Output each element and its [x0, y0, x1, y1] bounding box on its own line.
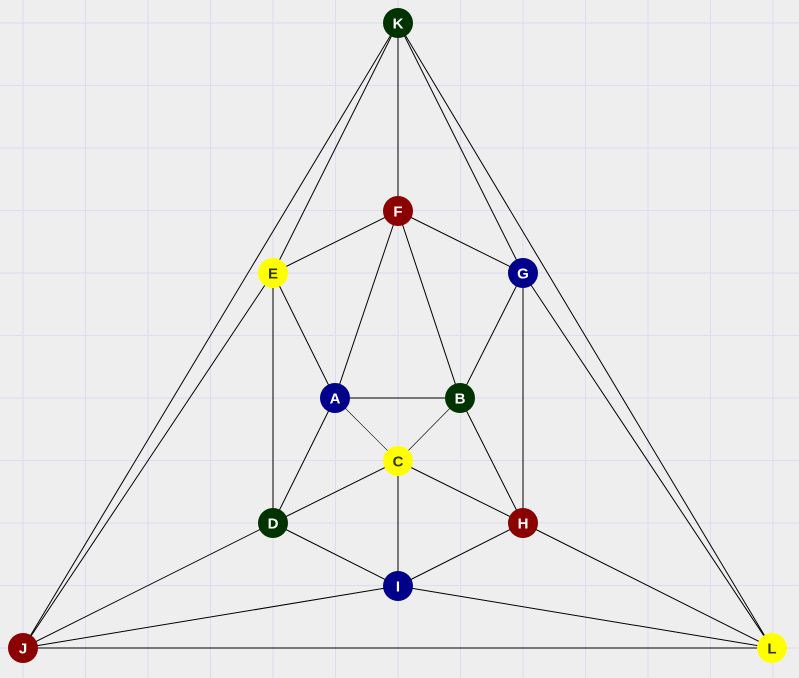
- node-circle: [508, 258, 538, 288]
- node-h[interactable]: H: [508, 508, 538, 538]
- edge-d-i: [272, 522, 399, 587]
- edges: [22, 22, 773, 649]
- node-label: B: [455, 391, 466, 408]
- node-label: I: [396, 579, 400, 596]
- edge-e-j: [22, 272, 274, 649]
- edge-b-h: [459, 397, 524, 524]
- node-c[interactable]: C: [383, 446, 413, 476]
- node-circle: [757, 633, 787, 663]
- node-circle: [320, 383, 350, 413]
- edge-f-a: [334, 210, 399, 399]
- edge-k-l: [397, 22, 773, 649]
- node-i[interactable]: I: [383, 571, 413, 601]
- node-circle: [445, 383, 475, 413]
- node-circle: [383, 8, 413, 38]
- node-b[interactable]: B: [445, 383, 475, 413]
- edge-g-b: [459, 272, 524, 399]
- edge-e-a: [272, 272, 336, 399]
- node-l[interactable]: L: [757, 633, 787, 663]
- edge-i-j: [22, 585, 399, 649]
- node-label: F: [393, 204, 402, 221]
- edge-i-l: [397, 585, 773, 649]
- edge-f-b: [397, 210, 461, 399]
- edge-g-l: [522, 272, 773, 649]
- edge-h-l: [522, 522, 773, 649]
- edge-h-i: [397, 522, 524, 587]
- edge-a-d: [272, 397, 336, 524]
- edge-f-g: [397, 210, 524, 274]
- node-label: C: [393, 454, 404, 471]
- edge-k-e: [272, 22, 399, 274]
- node-label: H: [518, 516, 529, 533]
- node-circle: [8, 633, 38, 663]
- node-j[interactable]: J: [8, 633, 38, 663]
- node-circle: [383, 446, 413, 476]
- node-d[interactable]: D: [258, 508, 288, 538]
- edge-c-h: [397, 460, 524, 524]
- node-circle: [258, 258, 288, 288]
- node-label: A: [330, 391, 341, 408]
- node-g[interactable]: G: [508, 258, 538, 288]
- edge-k-g: [397, 22, 524, 274]
- node-circle: [383, 196, 413, 226]
- node-f[interactable]: F: [383, 196, 413, 226]
- edge-f-e: [272, 210, 399, 274]
- edge-c-d: [272, 460, 399, 524]
- node-label: E: [268, 266, 278, 283]
- node-a[interactable]: A: [320, 383, 350, 413]
- edge-d-j: [22, 522, 274, 649]
- node-label: G: [517, 266, 529, 283]
- node-label: J: [19, 641, 27, 658]
- node-circle: [258, 508, 288, 538]
- node-circle: [383, 571, 413, 601]
- node-label: D: [268, 516, 279, 533]
- node-label: K: [393, 16, 404, 33]
- node-circle: [508, 508, 538, 538]
- node-k[interactable]: K: [383, 8, 413, 38]
- edge-k-j: [22, 22, 399, 649]
- node-label: L: [767, 641, 776, 658]
- nodes: K F E G A B C D H I J L: [8, 8, 787, 663]
- node-e[interactable]: E: [258, 258, 288, 288]
